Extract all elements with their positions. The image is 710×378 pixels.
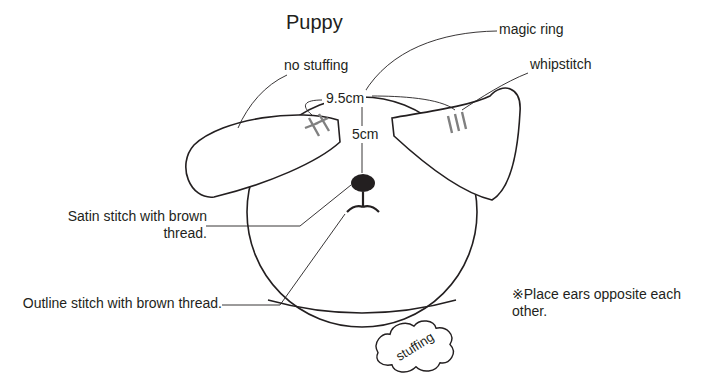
head-opening <box>268 300 456 313</box>
mouth <box>347 192 379 212</box>
nose <box>351 174 375 192</box>
callout-label: magic ring <box>499 21 564 38</box>
callout-label: whipstitch <box>530 56 591 73</box>
leader-magic-ring <box>364 31 497 93</box>
leader-outline-stitch <box>222 214 345 305</box>
leader-no-stuffing <box>238 75 287 128</box>
leader-whipstitch <box>462 73 528 110</box>
dimension-label: 5cm <box>350 126 380 143</box>
diagram-title: Puppy <box>286 10 343 34</box>
right-ear <box>392 88 520 200</box>
leader-satin-stitch <box>206 185 351 226</box>
callout-label: no stuffing <box>284 57 348 74</box>
stuffing-cloud: stuffing <box>372 318 458 375</box>
instruction-note: ※Place ears opposite each other. <box>512 286 692 320</box>
left-ear <box>186 115 340 197</box>
whipstitch-left <box>305 114 329 136</box>
instruction-note: Outline stitch with brown thread. <box>12 295 222 312</box>
instruction-note: Satin stitch with brown thread. <box>57 208 207 242</box>
dimension-label: 9.5cm <box>324 90 366 107</box>
whipstitch-right <box>448 112 466 133</box>
